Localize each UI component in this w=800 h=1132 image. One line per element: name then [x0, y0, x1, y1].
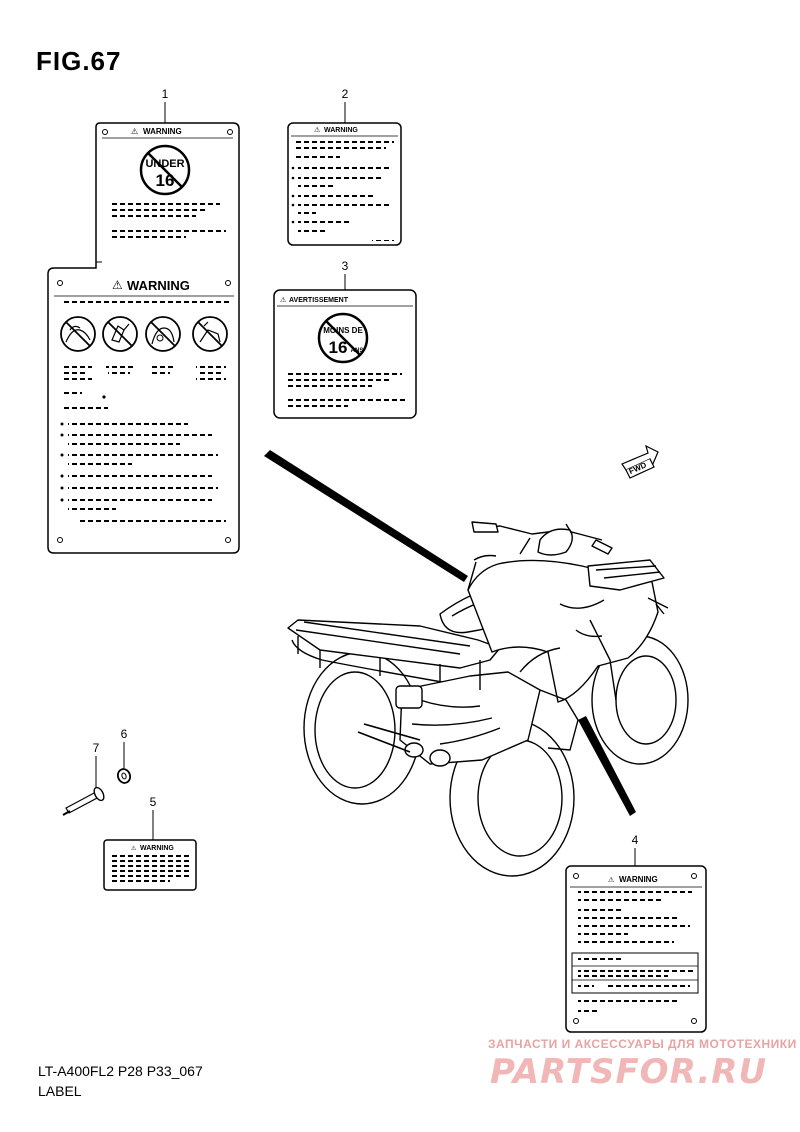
label-3[interactable]: ⚠ AVERTISSEMENT MOINS DE 16 ANS [273, 289, 417, 419]
label-4-header: WARNING [619, 875, 658, 884]
warning-triangle-icon: ⚠ [131, 845, 137, 852]
svg-text:1: 1 [162, 87, 169, 101]
label-4[interactable]: ⚠ WARNING [565, 865, 707, 1033]
section-name: LABEL [38, 1083, 82, 1099]
no-passenger-icon [60, 316, 96, 352]
label-5-header: WARNING [140, 845, 174, 852]
model-code: LT-A400FL2 P28 P33_067 [38, 1063, 203, 1079]
warning-triangle-icon: ⚠ [280, 296, 286, 304]
warning-triangle-icon: ⚠ [131, 127, 138, 136]
atv-illustration [287, 521, 689, 877]
label-1-location-pointer [264, 450, 468, 582]
callout-4: 4 [632, 833, 639, 866]
pictogram-row [60, 316, 228, 352]
label-1-large-header: WARNING [127, 278, 190, 293]
rivet[interactable] [62, 786, 106, 816]
no-drinking-icon [102, 316, 138, 352]
under-16-top-text: UNDER [145, 158, 184, 170]
callout-5: 5 [150, 795, 157, 840]
svg-text:2: 2 [342, 87, 349, 101]
label-2[interactable]: ⚠ WARNING [287, 122, 402, 246]
warning-triangle-icon: ⚠ [314, 126, 320, 134]
svg-text:6: 6 [121, 727, 128, 741]
ans-text: ANS [351, 348, 364, 354]
warning-triangle-icon: ⚠ [608, 876, 614, 884]
forward-direction-arrow: FWD [621, 444, 659, 479]
svg-text:3: 3 [342, 259, 349, 273]
watermark-tagline: ЗАПЧАСТИ И АКСЕССУАРЫ ДЛЯ МОТОТЕХНИКИ [488, 1037, 797, 1051]
svg-text:7: 7 [93, 741, 100, 755]
callout-3: 3 [342, 259, 349, 290]
no-stunt-riding-icon [192, 316, 228, 352]
washer[interactable] [116, 767, 132, 784]
callout-1: 1 [162, 87, 169, 123]
under-16-prohibition-icon: MOINS DE 16 ANS [317, 312, 369, 364]
label-1[interactable]: ⚠ WARNING UNDER 16 ⚠ WARNING [47, 122, 240, 554]
label-1-small-header: WARNING [143, 127, 182, 136]
callout-6: 6 [121, 727, 128, 768]
watermark-logo: PARTSFOR.RU [490, 1052, 768, 1092]
under-16-prohibition-icon: UNDER 16 [139, 144, 191, 196]
under-16-number: 16 [156, 171, 175, 190]
label-4-location-pointer [578, 716, 636, 816]
label-5[interactable]: ⚠ WARNING [103, 839, 197, 891]
svg-text:5: 5 [150, 795, 157, 809]
warning-triangle-icon: ⚠ [112, 278, 123, 292]
callout-2: 2 [342, 87, 349, 123]
figure-title: FIG.67 [36, 46, 122, 76]
label-3-header: AVERTISSEMENT [289, 297, 349, 304]
svg-text:4: 4 [632, 833, 639, 847]
moins-de-number: 16 [329, 338, 348, 357]
label-2-header: WARNING [324, 127, 358, 134]
moins-de-text: MOINS DE [323, 326, 363, 335]
callout-7: 7 [93, 741, 100, 790]
no-paved-road-icon [145, 316, 181, 352]
